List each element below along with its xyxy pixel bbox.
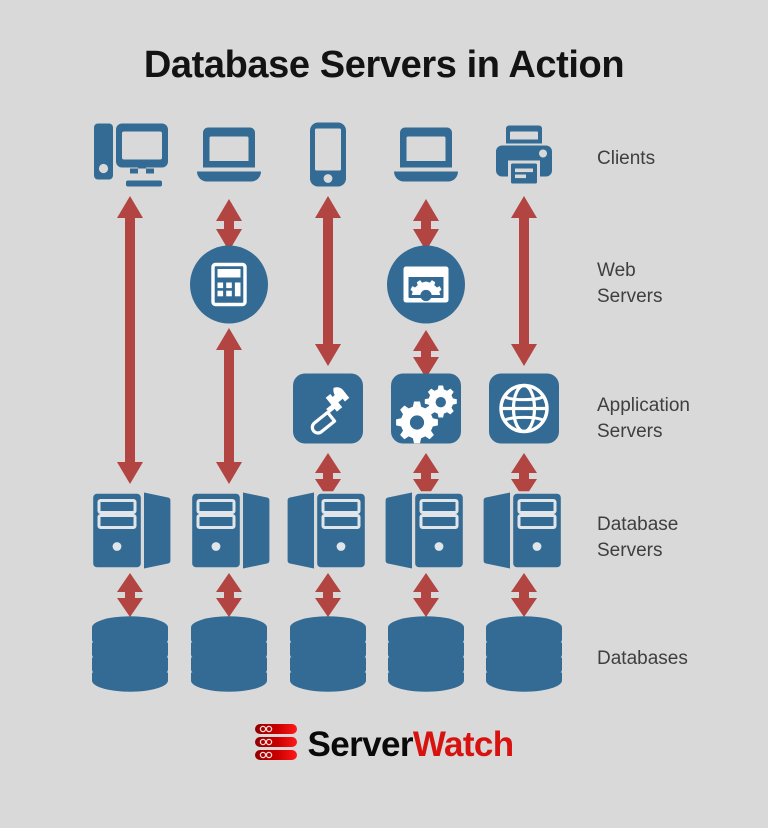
arrow-client-to-web-server-col2 — [214, 199, 244, 251]
database-cylinder-icon — [89, 616, 171, 698]
arrow-database-server-to-database-col3 — [313, 573, 343, 617]
printer-icon — [495, 125, 553, 190]
server-tower-icon — [87, 491, 173, 576]
hammer-icon — [293, 373, 363, 448]
arrow-database-server-to-database-col1 — [115, 573, 145, 617]
laptop-icon — [392, 127, 460, 188]
client-smartphone-col3[interactable] — [309, 122, 347, 193]
calculator-icon — [190, 245, 268, 328]
tier-label-web-servers-line2: Servers — [597, 286, 663, 307]
client-laptop-col4[interactable] — [392, 126, 460, 189]
arrow-client-to-application-server-col3 — [313, 196, 343, 366]
arrow-web-server-to-database-server-col2 — [214, 328, 244, 484]
application-server-globe-col5[interactable] — [489, 373, 559, 449]
server-tower-icon — [481, 491, 567, 576]
arrow-application-server-to-database-server-col5 — [509, 453, 539, 499]
tier-label-application-servers-line1: Application — [597, 395, 690, 416]
client-laptop-col2[interactable] — [195, 126, 263, 189]
arrow-database-server-to-database-col4 — [411, 573, 441, 617]
arrow-client-to-web-server-col4 — [411, 199, 441, 251]
database-server-tower-col3[interactable] — [285, 490, 371, 577]
globe-icon — [489, 373, 559, 448]
arrow-database-server-to-database-col2 — [214, 573, 244, 617]
tier-label-web-servers-line1: Web — [597, 260, 636, 281]
arrow-client-to-application-server-col5 — [509, 196, 539, 366]
gears-icon — [391, 373, 461, 448]
client-printer-col5[interactable] — [495, 124, 553, 191]
arrow-web-server-to-application-server-col4 — [411, 330, 441, 378]
database-cylinder-col2[interactable] — [188, 614, 270, 699]
database-server-tower-col1[interactable] — [87, 490, 173, 577]
smartphone-icon — [309, 122, 347, 192]
database-cylinder-icon — [188, 616, 270, 698]
server-rack-icon — [254, 722, 298, 767]
arrow-application-server-to-database-server-col4 — [411, 453, 441, 499]
database-cylinder-col3[interactable] — [287, 614, 369, 699]
tier-label-database-servers-line1: Database — [597, 514, 679, 535]
database-server-tower-col2[interactable] — [186, 490, 272, 577]
web-server-browser-gear-col4[interactable] — [387, 245, 465, 329]
brand-wordmark: ServerWatch — [307, 725, 514, 764]
tier-label-database-servers: Database Servers — [597, 512, 765, 564]
brand-text-primary: Server — [307, 725, 413, 764]
client-desktop-computer-col1[interactable] — [92, 122, 168, 193]
server-tower-icon — [285, 491, 371, 576]
tier-label-clients-line1: Clients — [597, 148, 656, 169]
database-cylinder-col1[interactable] — [89, 614, 171, 699]
database-server-tower-col5[interactable] — [481, 490, 567, 577]
tier-label-databases-line1: Databases — [597, 648, 688, 669]
tier-label-database-servers-line2: Servers — [597, 540, 663, 561]
server-tower-icon — [383, 491, 469, 576]
database-cylinder-col4[interactable] — [385, 614, 467, 699]
tier-label-databases: Databases — [597, 646, 765, 672]
database-server-tower-col4[interactable] — [383, 490, 469, 577]
brand-text-secondary: Watch — [412, 725, 514, 764]
web-server-calculator-col2[interactable] — [190, 245, 268, 329]
tier-label-clients: Clients — [597, 146, 765, 172]
laptop-icon — [195, 127, 263, 188]
desktop-computer-icon — [92, 123, 168, 192]
database-cylinder-col5[interactable] — [483, 614, 565, 699]
application-server-gears-col4[interactable] — [391, 373, 461, 449]
tier-label-web-servers: Web Servers — [597, 258, 765, 310]
arrow-application-server-to-database-server-col3 — [313, 453, 343, 499]
browser-gear-icon — [387, 245, 465, 328]
application-server-hammer-col3[interactable] — [293, 373, 363, 449]
arrow-database-server-to-database-col5 — [509, 573, 539, 617]
database-cylinder-icon — [287, 616, 369, 698]
database-cylinder-icon — [483, 616, 565, 698]
brand-logo[interactable]: ServerWatch — [0, 722, 768, 767]
arrow-client-to-database-server-col1 — [115, 196, 145, 484]
server-tower-icon — [186, 491, 272, 576]
page-title: Database Servers in Action — [143, 44, 625, 86]
database-cylinder-icon — [385, 616, 467, 698]
tier-label-application-servers-line2: Servers — [597, 421, 663, 442]
tier-label-application-servers: Application Servers — [597, 393, 765, 445]
